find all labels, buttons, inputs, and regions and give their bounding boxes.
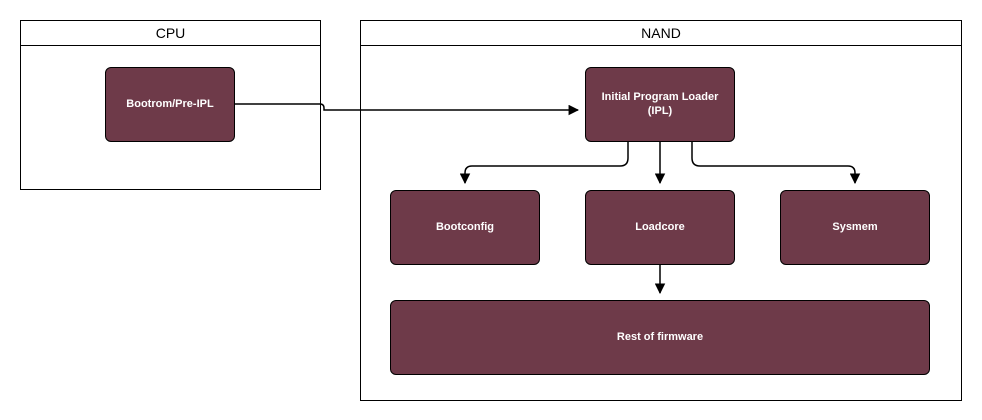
- loadcore-node[interactable]: Loadcore: [585, 190, 735, 265]
- ipl-label-line2: (IPL): [647, 104, 673, 117]
- rest-of-firmware-label: Rest of firmware: [616, 330, 704, 343]
- bootrom-label: Bootrom/Pre-IPL: [126, 97, 214, 110]
- loadcore-label: Loadcore: [635, 220, 685, 233]
- ipl-label-line1: Initial Program Loader: [601, 90, 719, 103]
- bootconfig-node[interactable]: Bootconfig: [390, 190, 540, 265]
- rest-of-firmware-node[interactable]: Rest of firmware: [390, 300, 930, 375]
- sysmem-node[interactable]: Sysmem: [780, 190, 930, 265]
- bootconfig-label: Bootconfig: [435, 220, 495, 233]
- nand-container-title: NAND: [361, 21, 961, 46]
- cpu-container-title: CPU: [21, 21, 320, 46]
- sysmem-label: Sysmem: [832, 220, 878, 233]
- ipl-node[interactable]: Initial Program Loader (IPL): [585, 67, 735, 142]
- bootrom-node[interactable]: Bootrom/Pre-IPL: [105, 67, 235, 142]
